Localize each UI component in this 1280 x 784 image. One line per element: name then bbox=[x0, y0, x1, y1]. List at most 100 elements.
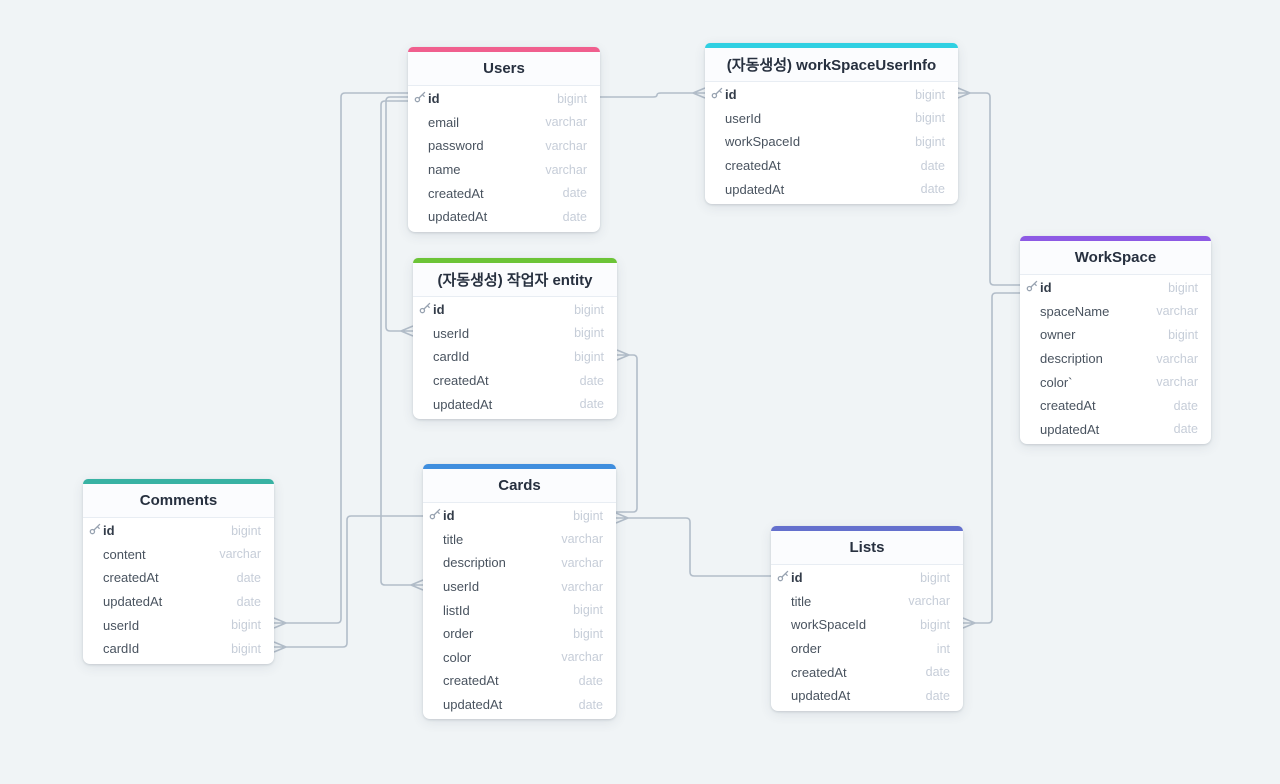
relationship-edge[interactable] bbox=[628, 517, 771, 577]
table-accent-bar bbox=[413, 258, 617, 263]
table-title[interactable]: (자동생성) 작업자 entity bbox=[413, 263, 617, 297]
field-type: bigint bbox=[231, 618, 261, 633]
field-type: varchar bbox=[561, 650, 603, 665]
table-title[interactable]: (자동생성) workSpaceUserInfo bbox=[705, 48, 958, 82]
field-name: id bbox=[1040, 280, 1052, 296]
primary-key-icon bbox=[777, 569, 789, 587]
field-type: varchar bbox=[908, 594, 950, 609]
table-title[interactable]: Comments bbox=[83, 484, 274, 518]
field-name: name bbox=[428, 162, 461, 178]
field-type: bigint bbox=[574, 326, 604, 341]
relationship-edge[interactable] bbox=[380, 100, 411, 586]
field-name: id bbox=[428, 91, 440, 107]
field-type: varchar bbox=[561, 555, 603, 570]
field-type: date bbox=[578, 697, 603, 712]
relationship-edge[interactable] bbox=[286, 515, 423, 648]
relationship-edge[interactable] bbox=[286, 92, 408, 624]
relationship-edge[interactable] bbox=[385, 96, 408, 332]
field-name: userId bbox=[433, 325, 470, 341]
table-title[interactable]: Lists bbox=[771, 531, 963, 565]
relationship-edge[interactable] bbox=[600, 92, 693, 98]
relationship-edge[interactable] bbox=[616, 354, 638, 513]
field-name: owner bbox=[1040, 327, 1076, 343]
field-type: bigint bbox=[557, 91, 587, 106]
relationship-edge[interactable] bbox=[975, 292, 1020, 624]
field-row[interactable]: color`varchar bbox=[1020, 370, 1211, 394]
field-type: bigint bbox=[573, 508, 603, 523]
table-accent-bar bbox=[1020, 236, 1211, 241]
field-row[interactable]: id bigint bbox=[408, 87, 600, 111]
crows-foot-many-icon bbox=[615, 512, 629, 524]
crows-foot-many-icon bbox=[957, 87, 971, 99]
field-name: spaceName bbox=[1040, 303, 1110, 319]
table-accent-bar bbox=[771, 526, 963, 531]
primary-key-icon bbox=[89, 522, 101, 540]
field-row[interactable]: userId bigint bbox=[413, 322, 617, 346]
field-type: bigint bbox=[915, 111, 945, 126]
field-name: content bbox=[103, 546, 146, 562]
table-accent-bar bbox=[705, 43, 958, 48]
table-title[interactable]: WorkSpace bbox=[1020, 241, 1211, 275]
field-type: varchar bbox=[1156, 351, 1198, 366]
table-title[interactable]: Cards bbox=[423, 469, 616, 503]
field-name: id bbox=[725, 87, 737, 103]
field-name: id bbox=[103, 523, 115, 539]
crows-foot-many-icon bbox=[962, 617, 976, 629]
field-type: int bbox=[936, 641, 950, 656]
field-type: varchar bbox=[1156, 375, 1198, 390]
table-title[interactable]: Users bbox=[408, 52, 600, 86]
relationship-edge[interactable] bbox=[970, 92, 1020, 286]
